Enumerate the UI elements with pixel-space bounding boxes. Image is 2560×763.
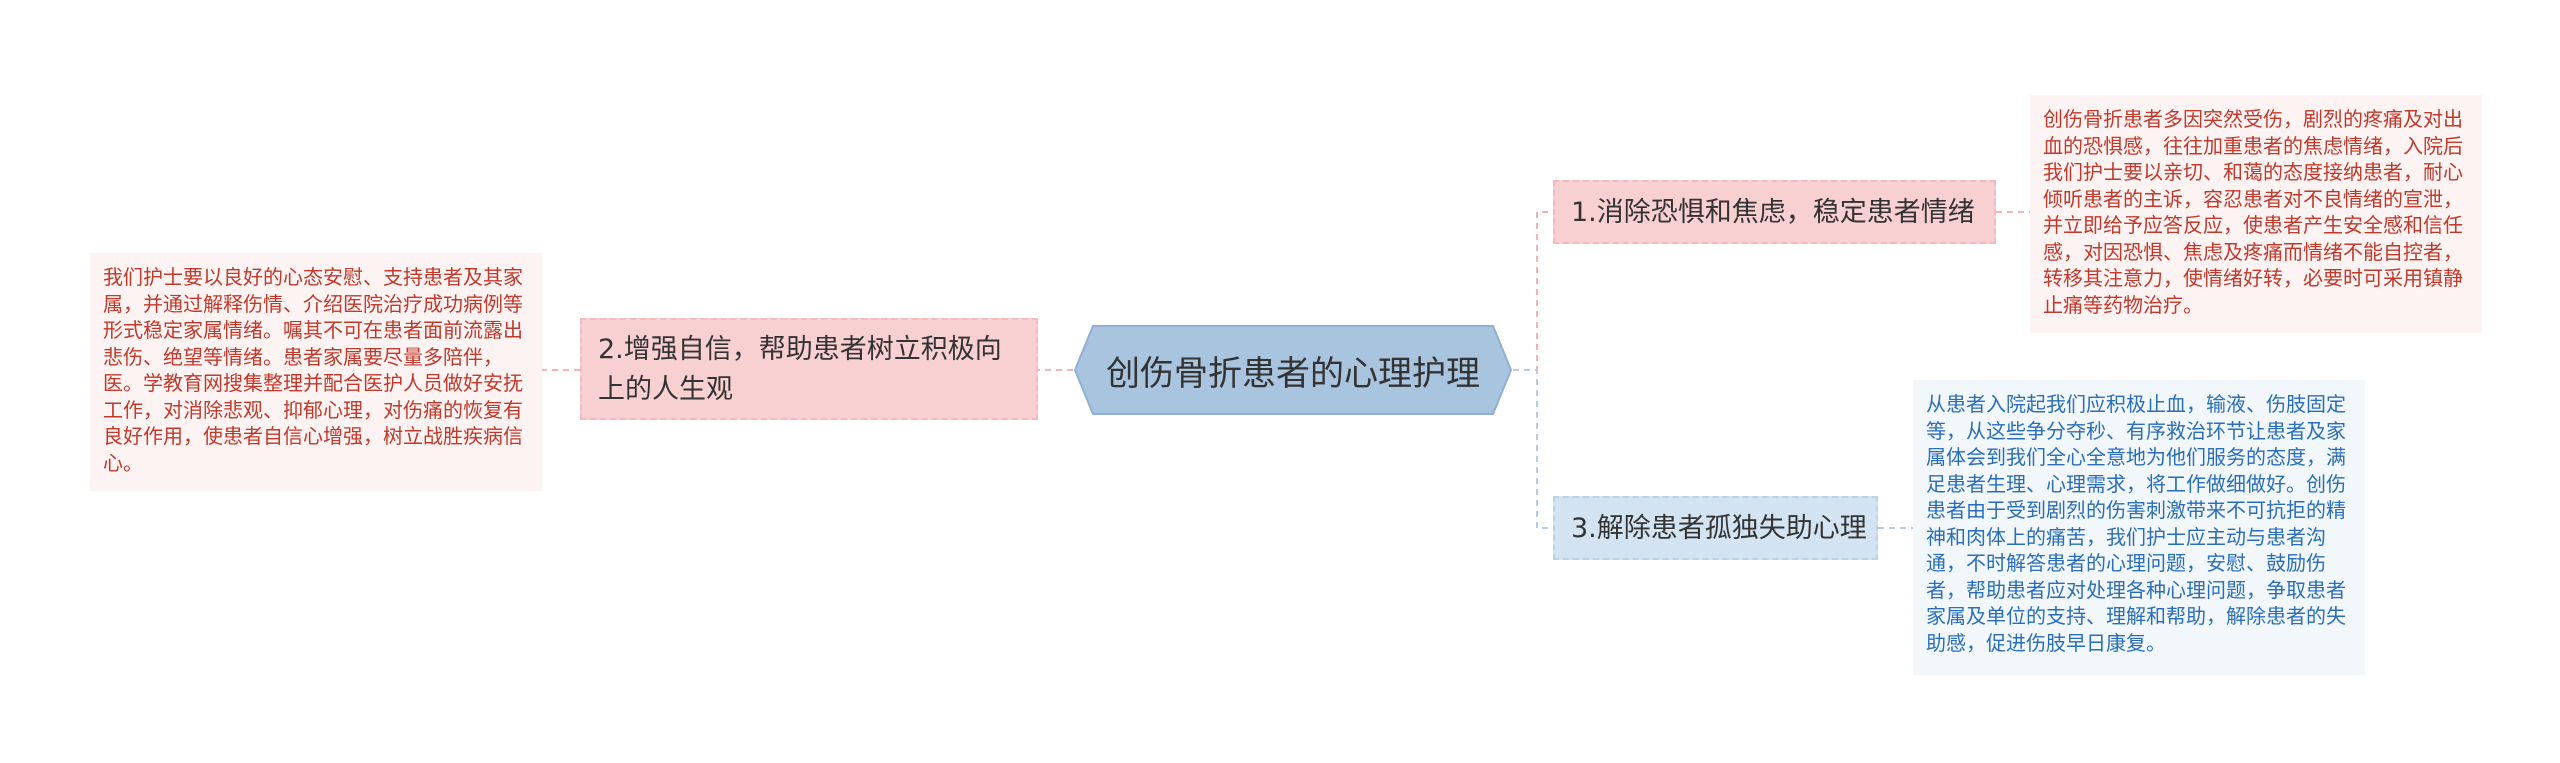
branch-topic-3[interactable]: 3.解除患者孤独失助心理 — [1553, 496, 1878, 560]
detail-note-3-text: 从患者入院起我们应积极止血，输液、伤肢固定等，从这些争分夺秒、有序救治环节让患者… — [1926, 392, 2346, 655]
branch-topic-2-label: 2.增强自信，帮助患者树立积极向上的人生观 — [598, 334, 1002, 405]
detail-note-2[interactable]: 我们护士要以良好的心态安慰、支持患者及其家属，并通过解释伤情、介绍医院治疗成功病… — [90, 253, 542, 491]
central-topic-shape — [1073, 325, 1513, 415]
central-topic[interactable]: 创伤骨折患者的心理护理 — [1073, 324, 1513, 416]
central-topic-label: 创伤骨折患者的心理护理 — [1106, 353, 1480, 394]
detail-note-3[interactable]: 从患者入院起我们应积极止血，输液、伤肢固定等，从这些争分夺秒、有序救治环节让患者… — [1913, 380, 2365, 675]
detail-note-1-text: 创伤骨折患者多因突然受伤，剧烈的疼痛及对出血的恐惧感，往往加重患者的焦虑情绪，入… — [2043, 107, 2463, 317]
branch-topic-1[interactable]: 1.消除恐惧和焦虑，稳定患者情绪 — [1553, 180, 1996, 244]
branch-topic-2[interactable]: 2.增强自信，帮助患者树立积极向上的人生观 — [580, 318, 1038, 420]
branch-topic-3-label: 3.解除患者孤独失助心理 — [1571, 513, 1867, 544]
link-center-b1 — [1513, 211, 1553, 371]
link-center-b3 — [1513, 369, 1553, 529]
detail-note-2-text: 我们护士要以良好的心态安慰、支持患者及其家属，并通过解释伤情、介绍医院治疗成功病… — [103, 265, 523, 475]
branch-topic-1-label: 1.消除恐惧和焦虑，稳定患者情绪 — [1571, 197, 1975, 228]
detail-note-1[interactable]: 创伤骨折患者多因突然受伤，剧烈的疼痛及对出血的恐惧感，往往加重患者的焦虑情绪，入… — [2030, 95, 2482, 333]
